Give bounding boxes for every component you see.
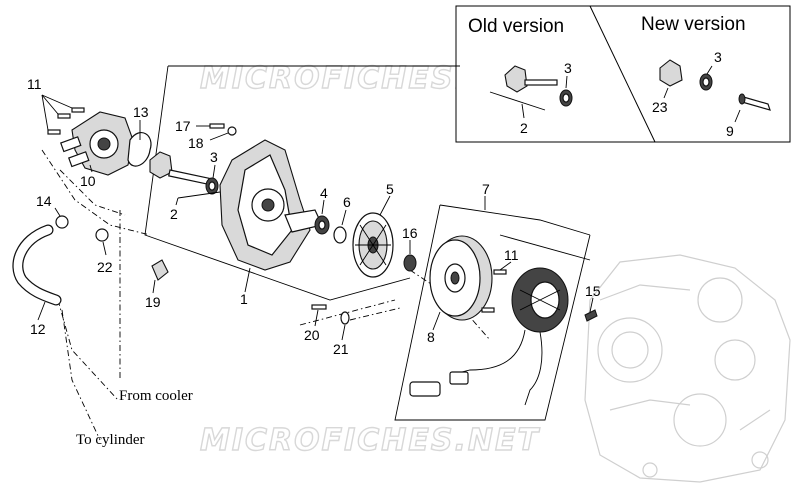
label-part-18: 18 [188,135,204,151]
washer-part-21 [340,311,350,325]
hose-routing-lines [41,149,491,441]
label-part-3: 3 [210,149,218,165]
label-part-13: 13 [133,104,149,120]
screws-part-11a [47,107,85,135]
caption-from-cooler: From cooler [119,388,193,404]
new-label-9: 9 [726,123,734,139]
new-version-heading: New version [641,14,746,35]
clip-part-19 [151,259,169,281]
key-part-15 [584,309,598,322]
label-part-22: 22 [97,259,113,275]
label-part-17: 17 [175,118,191,134]
old-pump-shaft-part [504,65,573,107]
cover-part-1 [219,139,323,271]
label-part-2: 2 [170,206,178,222]
label-part-11b: 11 [504,247,519,263]
shaft-part-2 [149,151,219,195]
label-part-7: 7 [482,181,490,197]
label-part-5: 5 [386,181,394,197]
label-part-4: 4 [320,185,328,201]
label-part-10: 10 [80,173,96,189]
label-part-14: 14 [36,193,52,209]
hose-part-12-fill [13,225,61,305]
group-frames [144,65,591,421]
label-part-8: 8 [427,329,435,345]
label-part-21: 21 [333,341,349,357]
label-part-15: 15 [585,283,601,299]
label-part-12: 12 [30,321,46,337]
label-part-1: 1 [240,291,248,307]
old-label-3: 3 [564,60,572,76]
watermark-bottom: MICROFICHES.NET [200,423,541,458]
label-part-16: 16 [402,225,418,241]
clamp-part-22 [95,228,109,242]
washer-part-16 [403,254,417,272]
new-label-3: 3 [714,49,722,65]
fan-part-5 [352,212,394,278]
version-inset: Old version New version 3 2 3 23 9 [455,5,791,143]
caption-to-cylinder: To cylinder [76,432,145,448]
screw-part-11b-top [493,269,507,275]
engine-crankcase-ghost [584,254,791,483]
washer-part-18 [227,126,237,136]
screw-part-17 [209,123,225,129]
old-version-heading: Old version [468,16,564,37]
label-part-19: 19 [145,294,161,310]
label-part-11a: 11 [27,76,42,92]
old-label-2: 2 [520,120,528,136]
washer-part-6 [333,226,347,244]
new-pump-parts [659,59,771,111]
screw-part-20 [311,304,327,310]
flywheel-part-8 [429,235,493,321]
bearing-part-4-bore [318,220,326,230]
leader-lines [37,120,594,341]
stator-part-7 [409,267,569,406]
label-part-20: 20 [304,327,320,343]
label-part-6: 6 [343,194,351,210]
new-label-23: 23 [652,99,668,115]
clamp-part-14 [55,215,69,229]
screw-part-11b-bottom [481,307,495,313]
pump-cover-part-10 [60,111,134,176]
gasket-part-13 [127,132,152,167]
